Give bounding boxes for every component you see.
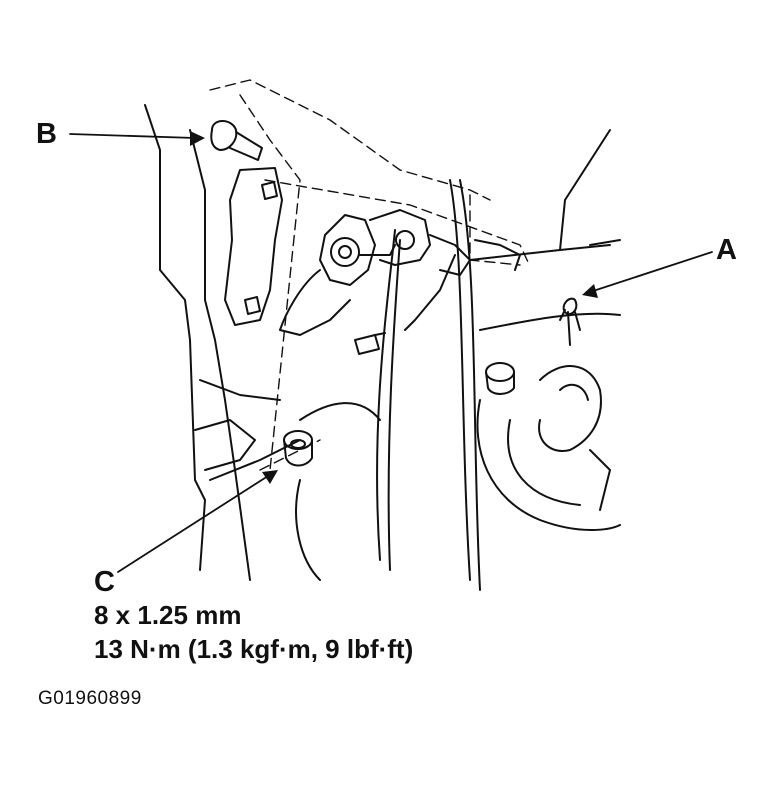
phantom-panel bbox=[209, 79, 529, 471]
body-panel-outline bbox=[144, 104, 301, 581]
leader-c bbox=[117, 475, 269, 573]
bolt-part-c bbox=[283, 430, 313, 467]
leader-a bbox=[589, 251, 713, 293]
figure-id: G01960899 bbox=[38, 688, 142, 709]
bolt-size-spec: 8 x 1.25 mm bbox=[94, 600, 242, 630]
nut-right bbox=[485, 362, 515, 395]
torque-spec: 13 N·m (1.3 kgf·m, 9 lbf·ft) bbox=[94, 634, 414, 664]
callout-label-a: A bbox=[716, 234, 737, 266]
mounting-bracket bbox=[224, 167, 283, 326]
bolt-center bbox=[354, 332, 386, 355]
arrowhead-b bbox=[190, 131, 205, 146]
wiring-harness bbox=[279, 229, 401, 571]
arrowhead-a bbox=[582, 284, 598, 298]
clip-part-a bbox=[559, 297, 581, 346]
actuator-assembly bbox=[319, 209, 521, 331]
callout-label-c: C bbox=[94, 566, 115, 598]
plug-part-b bbox=[210, 120, 263, 161]
door-frame bbox=[449, 129, 621, 591]
arrowheads bbox=[190, 131, 598, 484]
leader-b bbox=[69, 133, 196, 139]
callout-label-b: B bbox=[36, 118, 57, 150]
lower-body-curves bbox=[295, 312, 621, 581]
leader-lines bbox=[69, 133, 713, 573]
arrowhead-c bbox=[262, 470, 278, 484]
